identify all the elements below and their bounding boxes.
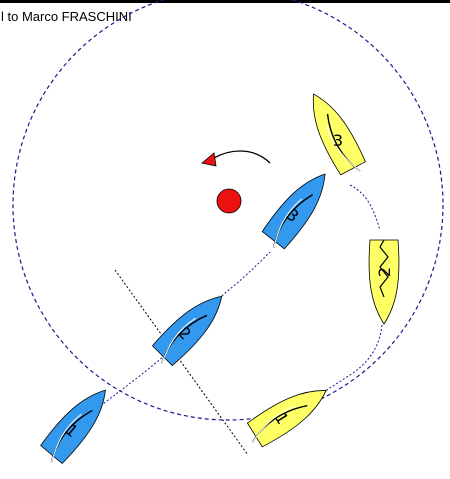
yellow-boat-2: 2 xyxy=(369,240,399,324)
blue-boat-3: 3 xyxy=(258,165,337,254)
red-mark-buoy xyxy=(217,189,241,213)
blue-boat-1: 1 xyxy=(36,381,117,469)
counterclockwise-arrow-icon xyxy=(202,151,270,166)
sight-line xyxy=(115,270,248,455)
yellow-boat-2-label: 2 xyxy=(375,267,394,277)
yellow-boat-1: 1 xyxy=(242,378,334,451)
blue-boat-2: 2 xyxy=(148,286,233,371)
yellow-boat-3-label: 3 xyxy=(333,131,343,150)
yellow-boat-3: 3 xyxy=(300,87,369,180)
